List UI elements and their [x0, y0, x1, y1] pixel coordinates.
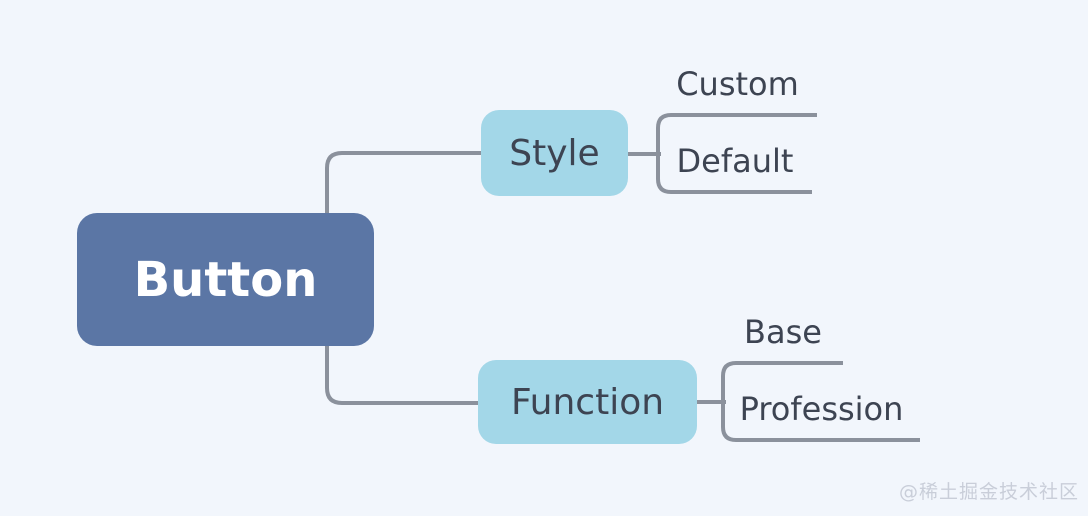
node-style[interactable]: Style — [481, 110, 628, 196]
node-default[interactable]: Default — [676, 142, 794, 180]
node-profession[interactable]: Profession — [739, 390, 904, 428]
connector-style-children — [656, 113, 817, 194]
connector-function-children — [721, 361, 920, 442]
node-button-root[interactable]: Button — [77, 213, 374, 346]
node-function[interactable]: Function — [478, 360, 697, 444]
node-custom[interactable]: Custom — [676, 65, 799, 103]
watermark-text: @稀土掘金技术社区 — [898, 481, 1079, 503]
node-base[interactable]: Base — [744, 313, 822, 351]
